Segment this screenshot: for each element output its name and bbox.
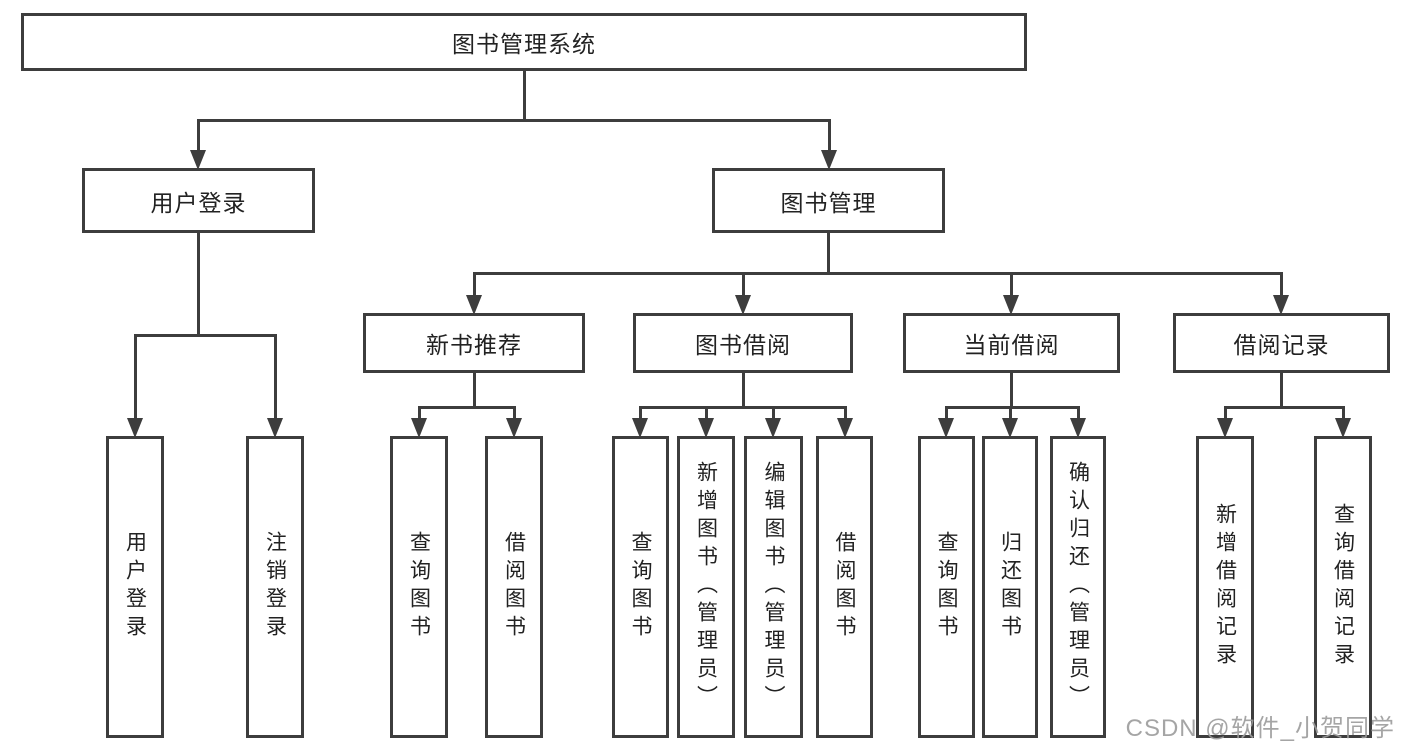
connector-arrow-shaft — [843, 407, 847, 422]
csdn-watermark: CSDN @软件_小贺同学 — [1125, 715, 1395, 742]
connector-stem — [1009, 373, 1013, 409]
node-label: 查询图书 — [935, 531, 958, 643]
node-label: 当前借阅 — [963, 332, 1060, 358]
node-leaf-return-book: 归还图书 — [982, 436, 1038, 738]
arrowhead-icon — [411, 418, 427, 438]
connector-arrow-shaft — [417, 407, 421, 422]
connector-arrow-shaft — [638, 407, 642, 422]
connector-arrow-shaft — [1223, 407, 1227, 422]
connector-arrow-shaft — [704, 407, 708, 422]
node-leaf-add-book-admin: 新增图书（管理员） — [677, 436, 735, 738]
connector-bar — [196, 118, 831, 122]
arrowhead-icon — [190, 150, 206, 170]
node-book-management-branch: 图书管理 — [712, 168, 945, 233]
node-label: 编辑图书（管理员） — [762, 461, 785, 713]
node-label: 借阅图书 — [833, 531, 856, 643]
connector-arrow-shaft — [827, 120, 831, 154]
node-book-borrowing: 图书借阅 — [633, 313, 853, 373]
node-label: 借阅图书 — [502, 531, 526, 643]
connector-stem — [472, 373, 476, 409]
node-label: 归还图书 — [998, 531, 1022, 643]
node-borrowing-records: 借阅记录 — [1173, 313, 1390, 373]
node-leaf-query-book-cur: 查询图书 — [918, 436, 975, 738]
arrowhead-icon — [1002, 418, 1018, 438]
connector-stem — [522, 71, 526, 122]
connector-arrow-shaft — [472, 273, 476, 299]
node-leaf-query-borrow-record: 查询借阅记录 — [1314, 436, 1372, 738]
node-leaf-confirm-return: 确认归还（管理员） — [1050, 436, 1106, 738]
arrowhead-icon — [1335, 418, 1351, 438]
connector-bar — [417, 405, 516, 409]
node-label: 图书管理 — [780, 189, 877, 216]
arrowhead-icon — [938, 418, 954, 438]
arrowhead-icon — [735, 295, 751, 315]
node-label: 注销登录 — [263, 531, 287, 643]
node-leaf-query-book-rec: 查询图书 — [390, 436, 448, 738]
arrowhead-icon — [1217, 418, 1233, 438]
connector-stem — [741, 373, 745, 409]
connector-arrow-shaft — [273, 335, 277, 422]
node-leaf-user-login: 用户登录 — [106, 436, 164, 738]
connector-stem — [826, 233, 830, 275]
node-leaf-add-borrow-record: 新增借阅记录 — [1196, 436, 1254, 738]
arrowhead-icon — [837, 418, 853, 438]
connector-arrow-shaft — [741, 273, 745, 299]
node-label: 用户登录 — [150, 189, 247, 216]
connector-arrow-shaft — [1076, 407, 1080, 422]
node-user-login-branch: 用户登录 — [82, 168, 315, 233]
node-label: 图书借阅 — [695, 332, 791, 358]
connector-stem — [1279, 373, 1283, 409]
arrowhead-icon — [698, 418, 714, 438]
node-label: 图书管理系统 — [452, 31, 596, 57]
connector-bar — [133, 333, 277, 337]
arrowhead-icon — [821, 150, 837, 170]
node-label: 新增图书（管理员） — [694, 461, 718, 713]
connector-arrow-shaft — [1009, 273, 1013, 299]
connector-bar — [472, 271, 1283, 275]
connector-bar — [944, 405, 1080, 409]
connector-arrow-shaft — [944, 407, 948, 422]
connector-arrow-shaft — [1279, 273, 1283, 299]
node-root-system: 图书管理系统 — [21, 13, 1027, 71]
connector-arrow-shaft — [196, 120, 200, 154]
node-label: 查询图书 — [629, 531, 652, 643]
arrowhead-icon — [506, 418, 522, 438]
node-label: 新书推荐 — [426, 332, 522, 358]
connector-arrow-shaft — [771, 407, 775, 422]
connector-arrow-shaft — [1341, 407, 1345, 422]
connector-arrow-shaft — [133, 335, 137, 422]
node-leaf-logout: 注销登录 — [246, 436, 304, 738]
connector-bar — [1223, 405, 1345, 409]
node-label: 借阅记录 — [1233, 332, 1330, 358]
connector-arrow-shaft — [512, 407, 516, 422]
arrowhead-icon — [632, 418, 648, 438]
arrowhead-icon — [1070, 418, 1086, 438]
node-label: 查询借阅记录 — [1331, 503, 1355, 671]
node-label: 新增借阅记录 — [1213, 503, 1237, 671]
connector-bar — [638, 405, 847, 409]
node-leaf-query-book-bor: 查询图书 — [612, 436, 669, 738]
node-leaf-borrow-book: 借阅图书 — [816, 436, 873, 738]
arrowhead-icon — [267, 418, 283, 438]
arrowhead-icon — [765, 418, 781, 438]
node-label: 确认归还（管理员） — [1066, 461, 1090, 713]
arrowhead-icon — [127, 418, 143, 438]
node-leaf-edit-book-admin: 编辑图书（管理员） — [744, 436, 803, 738]
node-leaf-borrow-book-rec: 借阅图书 — [485, 436, 543, 738]
node-new-book-recommend: 新书推荐 — [363, 313, 585, 373]
connector-arrow-shaft — [1008, 407, 1012, 422]
node-label: 用户登录 — [123, 531, 147, 643]
node-label: 查询图书 — [407, 531, 431, 643]
node-current-borrowing: 当前借阅 — [903, 313, 1120, 373]
arrowhead-icon — [466, 295, 482, 315]
connector-stem — [196, 233, 200, 337]
arrowhead-icon — [1273, 295, 1289, 315]
arrowhead-icon — [1003, 295, 1019, 315]
